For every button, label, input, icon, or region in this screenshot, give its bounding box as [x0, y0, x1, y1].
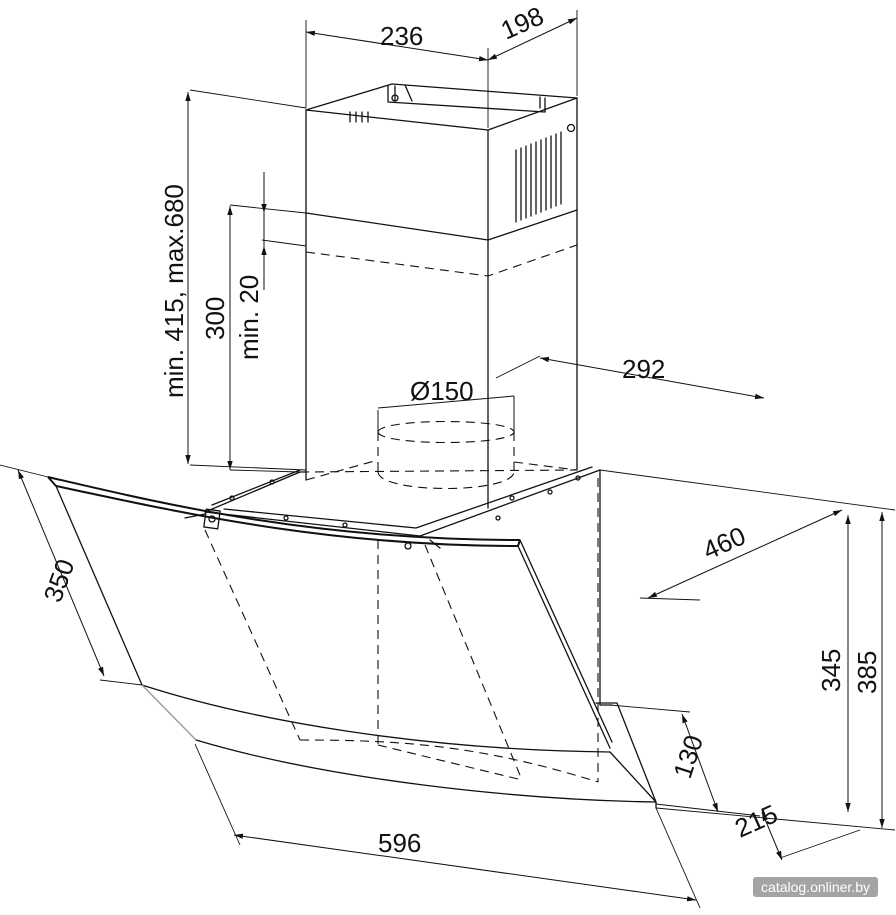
- dim-chimney-overlap: min. 20: [234, 275, 264, 360]
- upper-chimney: [305, 83, 578, 241]
- dim-chimney-height-range: min. 415, max.680: [159, 184, 189, 398]
- dim-glass-height: 350: [37, 555, 80, 606]
- dim-body-height: 345: [816, 649, 846, 692]
- canopy-plate: [204, 459, 601, 537]
- dim-chimney-lower: 300: [200, 297, 230, 340]
- lower-chimney: [305, 209, 578, 509]
- dim-chimney-depth: 198: [496, 0, 548, 45]
- dim-lower-depth: 215: [730, 798, 782, 843]
- dimension-lines: [17, 17, 885, 902]
- hidden-body-lines: [204, 478, 599, 783]
- dim-lower-panel: 130: [667, 731, 709, 782]
- dim-canopy-depth: 460: [698, 520, 750, 565]
- dim-width: 596: [378, 828, 421, 858]
- dim-canopy-depth-top: 292: [622, 354, 665, 384]
- extension-lines: [0, 10, 896, 909]
- dim-total-height: 385: [852, 651, 882, 694]
- glass-panel: [47, 476, 657, 809]
- watermark: catalog.onliner.by: [753, 877, 878, 897]
- outlet-collar: [377, 421, 515, 490]
- dim-chimney-width: 236: [380, 21, 423, 51]
- chimney-vent-slots: [349, 111, 562, 223]
- dim-outlet-diameter: Ø150: [410, 376, 474, 406]
- dimension-labels: 236 198 min. 415, max.680 300 min. 20 Ø1…: [37, 0, 882, 858]
